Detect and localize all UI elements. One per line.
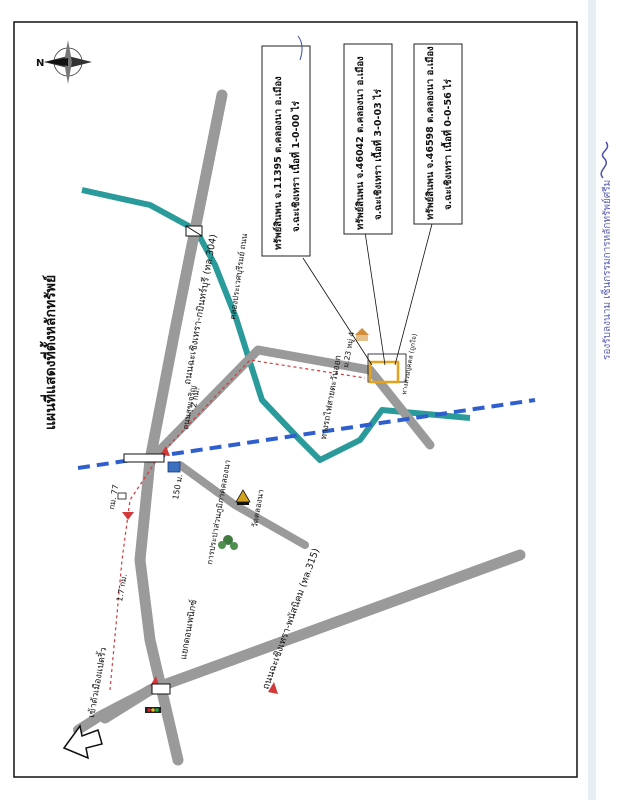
pea-label: การประปาส่วนภูมิภาคคลองนา	[205, 459, 233, 565]
leader-line-3	[394, 223, 433, 366]
d150-label: 150 ม.	[171, 474, 184, 501]
north-arrow-icon	[44, 40, 92, 84]
km77-label: กม. 77	[107, 484, 120, 511]
deed-box-2: ทรัพย์สินพน จ.46042 ต.คลองนา อ.เมือง จ.ฉ…	[343, 43, 393, 235]
route-arrow-2	[122, 512, 134, 520]
deed-1-line2: จ.ฉะเชิงเทรา เนื้อที่ 1-0-00 ไร่	[288, 100, 302, 232]
road-soi	[155, 345, 435, 455]
map-title: แผนที่แสดงที่ตั้งหลักทรัพย์	[39, 275, 59, 430]
canal-road-label: คลองประเวศบุรีรมย์ ถนน	[227, 232, 249, 320]
map-frame	[13, 21, 578, 778]
bridge-marker-rail	[123, 453, 165, 463]
bridge-marker-south	[151, 683, 171, 695]
route-path	[109, 359, 366, 691]
deed-3-line2: จ.ฉะเชิงเทรา เนื้อที่ 0-0-56 ไร่	[440, 78, 454, 210]
deed-2-line1: ทรัพย์สินพน จ.46042 ต.คลองนา อ.เมือง	[354, 56, 366, 230]
site-parcel	[367, 353, 407, 384]
canal-line	[81, 187, 471, 463]
intersection-label: แยกดอนเพนิกซ์	[177, 599, 199, 661]
deed-box-1: ทรัพย์สินพน จ.11395 ต.คลองนา อ.เมือง จ.ฉ…	[261, 45, 311, 257]
deed-2-line2: จ.ฉะเชิงเทรา เนื้อที่ 3-0-03 ไร่	[370, 88, 384, 220]
signature-mark	[600, 141, 609, 179]
d2km-label: 2 กม.	[189, 387, 201, 409]
bridge-marker-north	[185, 225, 203, 237]
leader-line-1	[302, 257, 373, 366]
railway-label: ทางรถไฟสายตะวันออก	[318, 354, 344, 440]
signature-text: รองรับลงนาม เซ็นกรรมการหลักทรัพย์ศรีม	[599, 180, 613, 360]
road-wat	[176, 461, 309, 549]
deed-1-line1: ทรัพย์สินพน จ.11395 ต.คลองนา อ.เมือง	[272, 76, 284, 250]
deed-3-line1: ทรัพย์สินพน จ.46598 ต.คลองนา อ.เมือง	[424, 46, 436, 220]
pen-mark	[297, 35, 303, 61]
tree-icon	[218, 535, 238, 550]
scan-strip	[588, 0, 596, 800]
water-tower-icon	[167, 461, 181, 473]
deed-box-3: ทรัพย์สินพน จ.46598 ต.คลองนา อ.เมือง จ.ฉ…	[413, 43, 463, 225]
site-label: ทางส่วนบุคคล (ถูกใจ)	[400, 333, 419, 395]
leader-line-2	[364, 231, 386, 366]
d17km-label: 1.7 กม.	[115, 573, 129, 602]
road-304	[134, 89, 228, 766]
house-icon	[355, 328, 369, 341]
road-city	[73, 685, 155, 735]
traffic-light-icon	[145, 707, 161, 713]
temple-icon	[235, 489, 251, 505]
bus-stop-icon	[117, 492, 127, 500]
route-arrow-4	[268, 682, 278, 694]
road-315-label: ถนนฉะเชิงเทรา-พนัสนิคม (ทล.315)	[260, 547, 321, 691]
city-arrow-icon	[62, 724, 103, 760]
north-label: N	[36, 58, 44, 69]
